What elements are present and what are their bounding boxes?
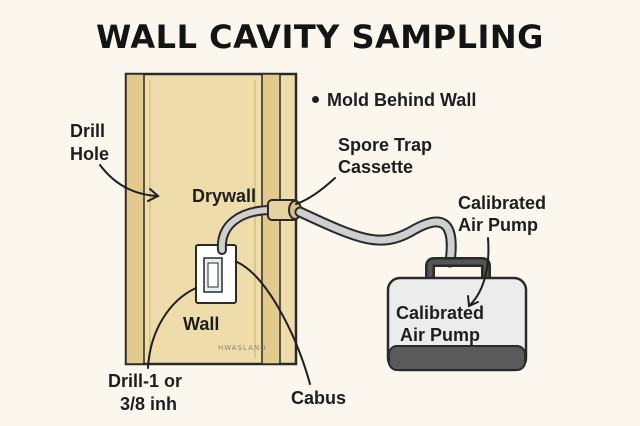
pump-handle-inner	[427, 259, 489, 282]
drill-hole-label-line1: Drill	[70, 121, 106, 141]
spore-trap-label-line2: Cassette	[338, 157, 414, 177]
diagram-title: WALL CAVITY SAMPLING	[96, 18, 544, 56]
pump-base	[388, 345, 526, 371]
drill-size-label-line1: Drill-1 or	[108, 371, 183, 391]
air-pump	[386, 257, 528, 372]
wall-label: Wall	[183, 314, 220, 334]
drill-hole-arrow	[99, 164, 159, 197]
drill-size-label-line2: 3/8 inh	[120, 394, 178, 414]
outlet-box	[195, 244, 237, 304]
pump-body-label-line1: Calibrated	[396, 303, 485, 323]
left-stud	[125, 73, 145, 365]
sampling-tube	[218, 207, 275, 253]
bullet-text: Mold Behind Wall	[327, 90, 477, 110]
pump-body-label-line2: Air Pump	[400, 325, 481, 345]
drill-size-leader	[147, 287, 197, 369]
pump-label-line1: Calibrated	[458, 193, 547, 213]
pump-arrow	[469, 237, 490, 306]
drill-hole-label-line2: Hole	[70, 144, 110, 164]
spore-trap-arrow	[295, 177, 336, 205]
drywall-label: Drywall	[192, 186, 257, 206]
cabus-label: Cabus	[291, 388, 347, 408]
pump-hose	[296, 208, 455, 266]
spore-trap-label-line1: Spore Trap	[338, 135, 433, 155]
pump-arrowhead	[467, 295, 479, 308]
bullet-dot	[312, 95, 319, 103]
drill-hole-arrowhead	[147, 188, 160, 202]
pump-label-line2: Air Pump	[458, 215, 539, 235]
bullet-item: Mold Behind Wall	[312, 89, 476, 111]
wall-panel	[124, 72, 298, 366]
watermark-text: HWASLAND	[218, 344, 267, 352]
cabus-leader	[236, 261, 311, 385]
